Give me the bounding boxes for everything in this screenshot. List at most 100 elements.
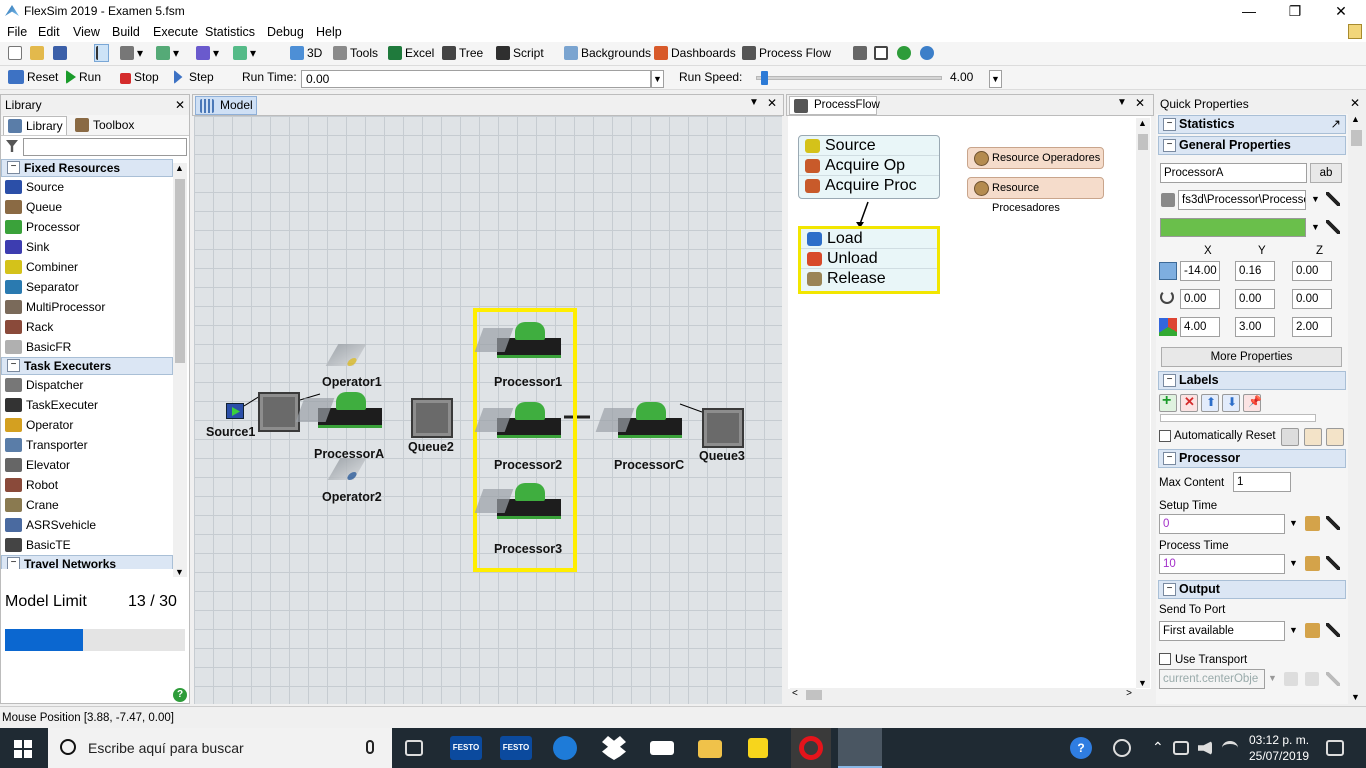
clock-time[interactable]: 03:12 p. m.: [1249, 733, 1309, 747]
queue2-object[interactable]: [411, 398, 453, 438]
backgrounds-button[interactable]: Backgrounds: [564, 46, 651, 60]
more-properties-button[interactable]: More Properties: [1161, 347, 1342, 367]
activity-source[interactable]: Source: [799, 136, 939, 156]
festo-app-2-icon[interactable]: FESTO: [500, 736, 532, 760]
step-button[interactable]: Step: [174, 70, 214, 84]
library-item-multiprocessor[interactable]: MultiProcessor: [1, 297, 173, 317]
library-item-robot[interactable]: Robot: [1, 475, 173, 495]
library-item-dispatcher[interactable]: Dispatcher: [1, 375, 173, 395]
processor2-object[interactable]: [497, 418, 561, 438]
resource-procesadores[interactable]: Resource Procesadores: [967, 177, 1104, 199]
eyedropper-icon[interactable]: [1326, 220, 1340, 234]
menu-help[interactable]: Help: [316, 25, 342, 39]
library-group[interactable]: Fixed Resources: [1, 159, 173, 177]
activity-unload[interactable]: Unload: [801, 249, 937, 269]
output-group[interactable]: Output: [1158, 580, 1346, 599]
queue3-object[interactable]: [702, 408, 744, 448]
opera-browser-icon[interactable]: [791, 728, 831, 768]
move-up-icon[interactable]: ⬆: [1201, 394, 1219, 412]
window-icon[interactable]: [874, 46, 891, 60]
view-options-icon[interactable]: ▾: [233, 46, 256, 60]
processflow-hscrollbar[interactable]: < >: [790, 688, 1136, 702]
script-edit-icon[interactable]: [1305, 556, 1320, 571]
tab-toolbox[interactable]: Toolbox: [71, 116, 137, 135]
eyedropper-icon[interactable]: [1326, 192, 1340, 206]
script-button[interactable]: Script: [496, 46, 544, 60]
tree-button[interactable]: Tree: [442, 46, 483, 60]
size-y-field[interactable]: 3.00: [1235, 317, 1275, 337]
send-dropdown-icon[interactable]: ▼: [1289, 625, 1298, 635]
library-scrollbar[interactable]: ▲ ▼: [173, 163, 187, 577]
microphone-icon[interactable]: [366, 740, 374, 754]
menu-file[interactable]: File: [7, 25, 27, 39]
paste-labels-icon[interactable]: [1326, 428, 1344, 446]
connect-objects-icon[interactable]: ▾: [120, 46, 143, 60]
name-options-button[interactable]: ab: [1310, 163, 1342, 183]
help-icon[interactable]: [897, 46, 914, 60]
queue-object[interactable]: [258, 392, 300, 432]
library-item-basicfr[interactable]: BasicFR: [1, 337, 173, 357]
processor1-object[interactable]: [497, 338, 561, 358]
close-library-icon[interactable]: ✕: [175, 95, 185, 115]
system-tray-chevron-icon[interactable]: ⌃: [1152, 739, 1164, 756]
open-file-icon[interactable]: [30, 46, 47, 60]
library-item-transporter[interactable]: Transporter: [1, 435, 173, 455]
reset-values-icon[interactable]: [1281, 428, 1299, 446]
labels-group[interactable]: Labels: [1158, 371, 1346, 390]
wifi-icon[interactable]: [1222, 741, 1238, 755]
library-item-combiner[interactable]: Combiner: [1, 257, 173, 277]
edge-browser-icon[interactable]: [553, 736, 577, 760]
move-down-icon[interactable]: ⬇: [1222, 394, 1240, 412]
group-select-icon[interactable]: ▾: [196, 46, 219, 60]
processorA-object[interactable]: [318, 408, 382, 428]
menu-debug[interactable]: Debug: [267, 25, 304, 39]
object-name-field[interactable]: ProcessorA: [1160, 163, 1307, 183]
script-edit-icon[interactable]: [1305, 516, 1320, 531]
transport-field[interactable]: current.centerObje: [1159, 669, 1265, 689]
taskbar-search-box[interactable]: Escribe aquí para buscar: [48, 728, 392, 768]
tools-button[interactable]: Tools: [333, 46, 378, 60]
processorC-object[interactable]: [618, 418, 682, 438]
source1-object[interactable]: [226, 403, 244, 419]
processflow-vscrollbar[interactable]: ▲ ▼: [1136, 118, 1150, 688]
online-icon[interactable]: [920, 46, 937, 60]
stop-button[interactable]: Stop: [120, 70, 159, 84]
close-processflow-icon[interactable]: ✕: [1135, 96, 1145, 110]
quick-properties-scrollbar[interactable]: ▲ ▼: [1348, 114, 1364, 704]
reset-button[interactable]: Reset: [8, 70, 58, 84]
library-item-taskexecuter[interactable]: TaskExecuter: [1, 395, 173, 415]
library-group[interactable]: Travel Networks: [1, 555, 173, 569]
process-dropdown-icon[interactable]: ▼: [1289, 558, 1298, 568]
activity-acquire-op[interactable]: Acquire Op: [799, 156, 939, 176]
run-speed-slider-thumb[interactable]: [761, 71, 768, 85]
network-icon[interactable]: [1173, 741, 1189, 755]
setup-time-field[interactable]: 0: [1159, 514, 1285, 534]
size-x-field[interactable]: 4.00: [1180, 317, 1220, 337]
rotation-y-field[interactable]: 0.00: [1235, 289, 1275, 309]
notifications-icon[interactable]: [1326, 740, 1344, 756]
library-item-sink[interactable]: Sink: [1, 237, 173, 257]
position-z-field[interactable]: 0.00: [1292, 261, 1332, 281]
pin-icon[interactable]: 📌: [1243, 394, 1261, 412]
script-edit-icon[interactable]: [1305, 623, 1320, 638]
rotation-x-field[interactable]: 0.00: [1180, 289, 1220, 309]
activity-acquire-proc[interactable]: Acquire Proc: [799, 176, 939, 196]
send-to-port-field[interactable]: First available: [1159, 621, 1285, 641]
festo-app-1-icon[interactable]: FESTO: [450, 736, 482, 760]
processor3-object[interactable]: [497, 499, 561, 519]
dashboards-button[interactable]: Dashboards: [654, 46, 736, 60]
use-transport-checkbox[interactable]: [1159, 653, 1171, 665]
notes-icon[interactable]: [1348, 24, 1362, 39]
select-mode-icon[interactable]: [94, 44, 109, 62]
mail-icon[interactable]: [650, 741, 674, 755]
setup-dropdown-icon[interactable]: ▼: [1289, 518, 1298, 528]
run-button[interactable]: Run: [66, 70, 101, 84]
processflow-canvas[interactable]: Source Acquire Op Acquire Proc Load Unlo…: [788, 116, 1151, 689]
menu-execute[interactable]: Execute: [153, 25, 198, 39]
view-3d-button[interactable]: 3D: [290, 46, 322, 60]
color-swatch[interactable]: [1160, 218, 1306, 237]
statistics-group[interactable]: Statistics↗: [1158, 115, 1346, 134]
menu-view[interactable]: View: [73, 25, 100, 39]
library-filter-input[interactable]: [23, 138, 187, 156]
menu-edit[interactable]: Edit: [38, 25, 60, 39]
